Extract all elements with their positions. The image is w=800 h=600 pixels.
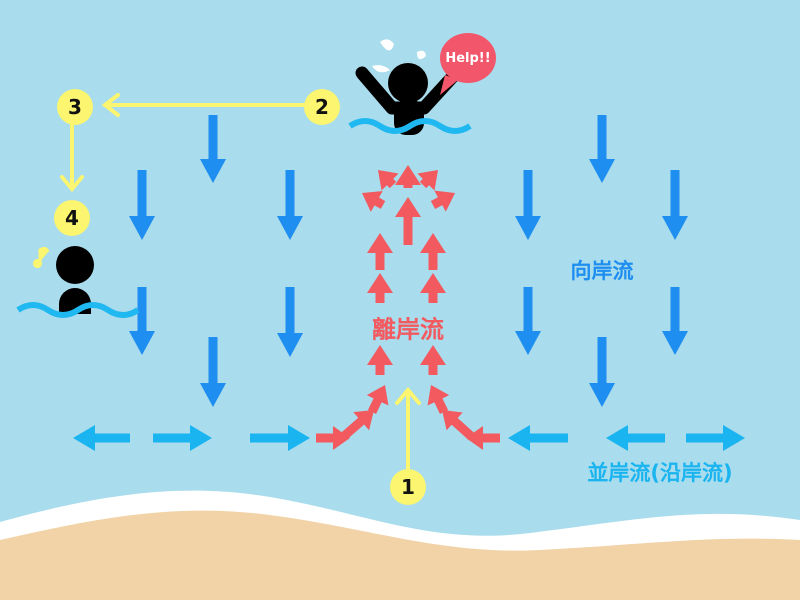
onshore-current-arrow xyxy=(662,170,688,240)
escape-path xyxy=(60,93,421,470)
rip-current-arrow xyxy=(466,426,500,450)
onshore-current-label: 向岸流 xyxy=(570,259,634,283)
onshore-current-arrow xyxy=(515,287,541,355)
path-arrowhead-left xyxy=(101,93,120,117)
onshore-current-arrow xyxy=(277,170,303,240)
rip-current-arrow xyxy=(367,273,393,303)
longshore-current-arrow xyxy=(73,425,130,451)
rip-current-arrow xyxy=(367,345,393,375)
swimmer-body xyxy=(394,100,424,135)
help-speech-bubble: Help!! xyxy=(440,33,496,83)
step-2-marker: 2 xyxy=(304,89,340,125)
rip-current-arrow xyxy=(362,191,386,212)
swimmer-head xyxy=(56,246,94,284)
step-3-marker: 3 xyxy=(57,89,93,125)
rip-current-arrow xyxy=(316,426,350,450)
rip-current-arrow xyxy=(417,170,438,191)
step-4-marker: 4 xyxy=(54,200,90,236)
onshore-current-arrow xyxy=(662,287,688,355)
longshore-current-arrow xyxy=(250,425,310,451)
rip-current-arrow xyxy=(367,233,393,270)
sweat-drop-icon xyxy=(417,50,426,60)
sweat-drop-icon xyxy=(372,65,390,73)
rip-current-arrow xyxy=(442,410,476,441)
wave-icon xyxy=(16,302,140,318)
speech-bubble-tail xyxy=(440,75,458,95)
sweat-drop-icon xyxy=(380,39,394,51)
rip-current-arrow xyxy=(420,273,446,303)
rip-current-arrow xyxy=(395,197,421,245)
rip-current-arrow xyxy=(420,233,446,270)
swimmer-head xyxy=(388,63,428,103)
wave-icon xyxy=(348,118,472,134)
path-arrowhead-up xyxy=(395,386,421,405)
longshore-current-arrow xyxy=(153,425,212,451)
rip-current-label: 離岸流 xyxy=(372,315,444,344)
longshore-current-label: 並岸流(沿岸流) xyxy=(587,461,733,485)
swimmer-safe xyxy=(16,246,140,318)
onshore-current-arrow xyxy=(200,337,226,407)
longshore-current-arrow xyxy=(686,425,745,451)
longshore-current-arrow xyxy=(606,425,665,451)
onshore-current-arrow xyxy=(589,115,615,183)
beach-sand xyxy=(0,510,800,600)
onshore-current-arrow xyxy=(200,115,226,183)
rip-current-arrow xyxy=(427,385,450,414)
music-note-icon xyxy=(32,246,50,269)
rip-current-arrow xyxy=(366,385,389,414)
onshore-current-arrow xyxy=(515,170,541,240)
rip-current-arrow xyxy=(420,345,446,375)
onshore-current-arrow xyxy=(129,287,155,355)
longshore-current-arrow xyxy=(508,425,568,451)
rip-current-arrow xyxy=(395,165,421,188)
rip-current-arrow xyxy=(340,410,374,441)
rip-current-arrow xyxy=(378,170,399,191)
rip-current-arrow xyxy=(430,190,455,212)
onshore-current-arrow xyxy=(129,170,155,240)
swimmer-in-trouble xyxy=(348,39,472,135)
step-1-marker: 1 xyxy=(390,469,426,505)
onshore-current-arrow xyxy=(277,287,303,357)
path-arrowhead-down xyxy=(60,175,84,193)
onshore-current-arrow xyxy=(589,337,615,407)
